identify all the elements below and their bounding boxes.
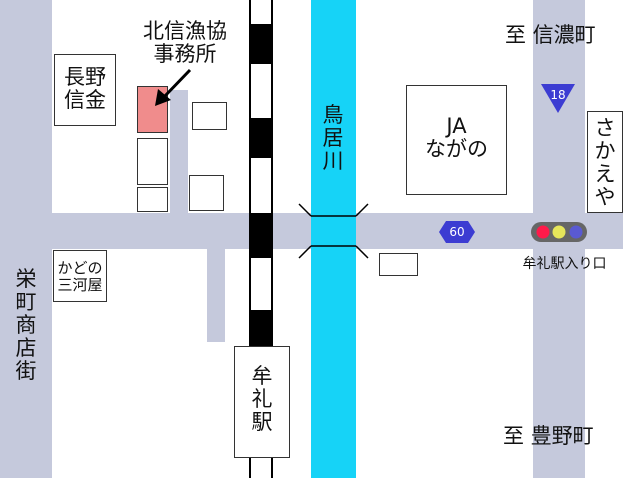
label-sakaemachi-shotengai: 栄 町 商 店 街: [15, 267, 37, 383]
label-ja-nagano: JA ながの: [425, 114, 488, 161]
building: [189, 175, 224, 211]
bridge-icon: [298, 203, 369, 259]
label-to-shinano: 至 信濃町: [505, 23, 596, 47]
traffic-light-icon: [531, 222, 587, 242]
route-60-sign-icon: 60: [439, 221, 475, 243]
river-toriigawa: [311, 0, 356, 478]
route-60-number: 60: [449, 225, 464, 239]
building-ja-nagano: [406, 85, 507, 195]
label-nagano-shinkin: 長野 信金: [64, 65, 106, 112]
label-mure-station: 牟 礼 駅: [251, 364, 273, 434]
railway-segment: [249, 310, 273, 348]
road-small-south: [207, 249, 225, 342]
railway-segment: [249, 24, 273, 64]
railway-segment: [249, 213, 273, 258]
label-sakaeya: さ か え や: [594, 116, 616, 209]
label-fisheries-coop: 北信漁協 事務所: [143, 19, 227, 66]
railway-segment: [249, 118, 273, 158]
building: [192, 102, 227, 130]
route-18-shield-icon: 18: [541, 84, 575, 113]
road-small-north: [170, 90, 188, 213]
building: [137, 138, 168, 185]
label-toriigawa: 鳥 居 川: [322, 103, 344, 173]
road-west-vertical: [0, 0, 52, 478]
label-kadono-mikawaya: かどの 三河屋: [57, 259, 103, 294]
building: [137, 187, 168, 212]
building-mure-station: [234, 346, 290, 458]
building-kadono-mikawaya: [53, 250, 107, 302]
route-18-number: 18: [550, 88, 565, 102]
building: [379, 253, 418, 276]
building-nagano-shinkin: [54, 54, 116, 126]
label-to-toyono: 至 豊野町: [503, 424, 594, 448]
label-mure-ekiiriguchi: 牟礼駅入り口: [522, 256, 607, 272]
arrow-icon: [155, 68, 192, 106]
